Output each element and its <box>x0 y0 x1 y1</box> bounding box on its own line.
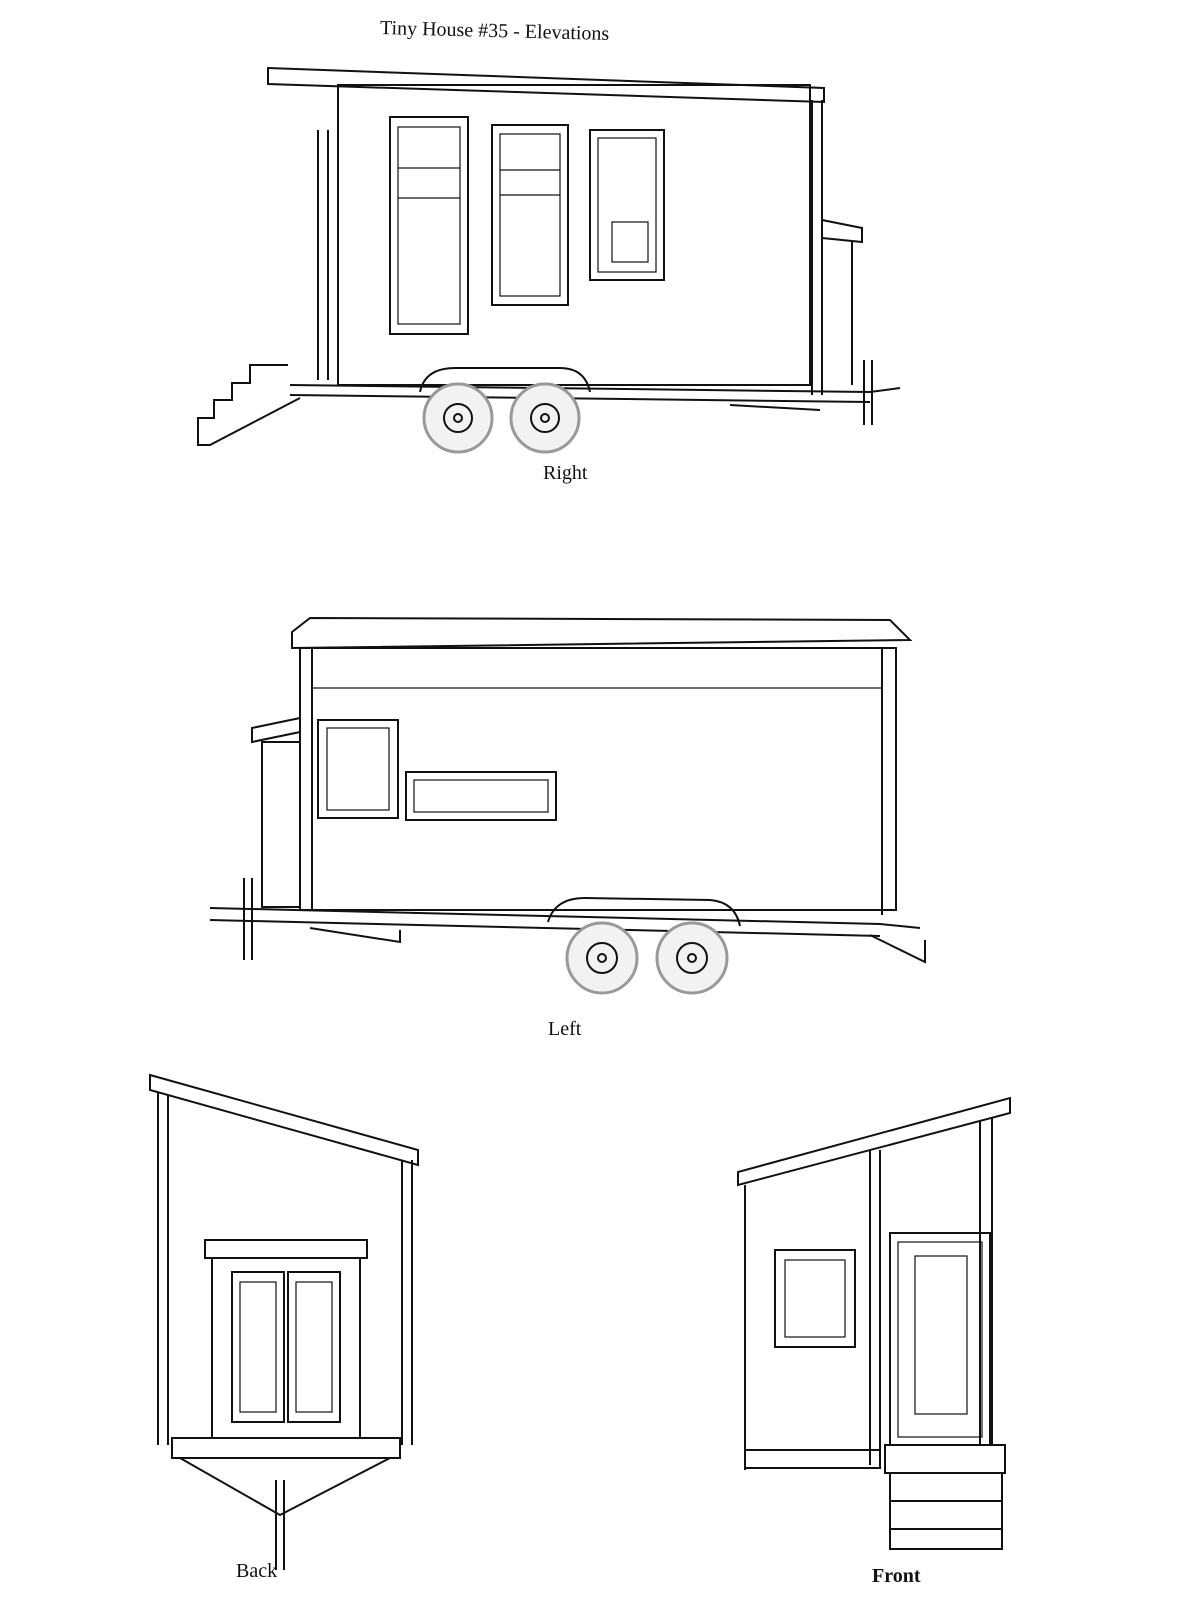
front-view-label: Front <box>872 1565 921 1587</box>
right-elevation <box>197 66 901 454</box>
front-elevation <box>737 1096 1011 1550</box>
left-view-label: Left <box>548 1018 582 1040</box>
back-view-label: Back <box>236 1560 278 1582</box>
right-view-label: Right <box>543 462 588 484</box>
back-elevation <box>149 1073 419 1570</box>
left-elevation <box>209 616 926 995</box>
